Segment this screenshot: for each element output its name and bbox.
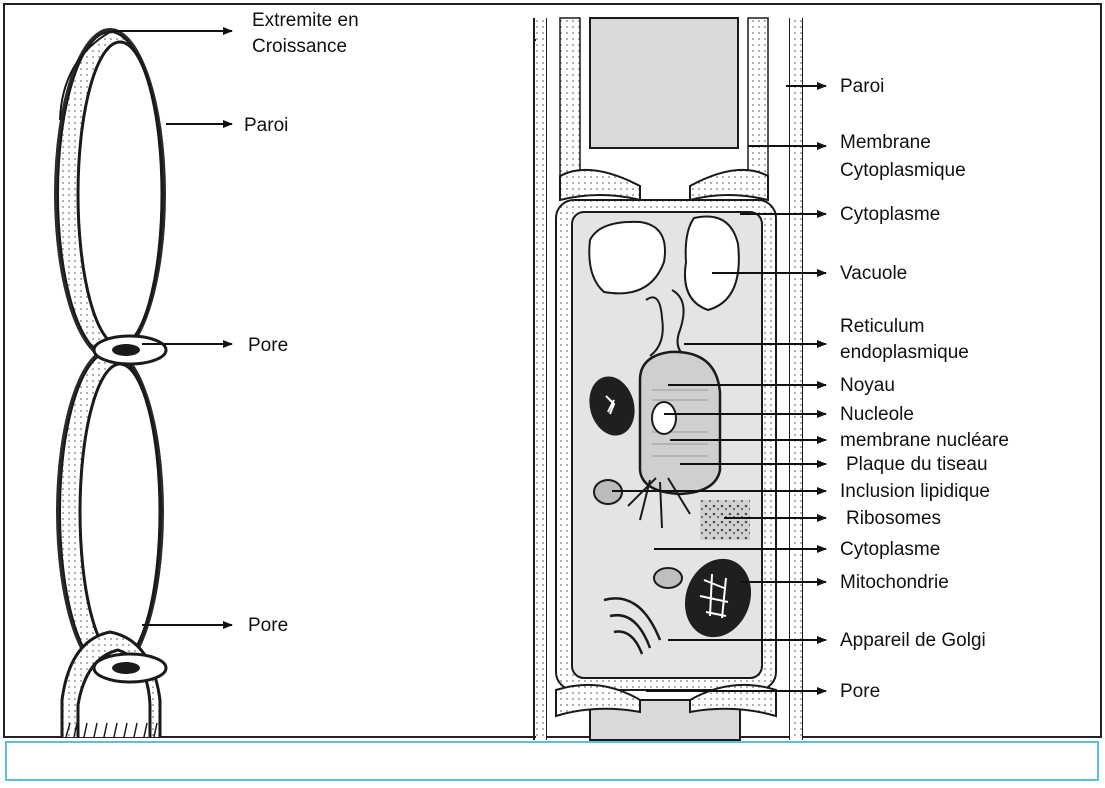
figure-frame <box>4 4 1101 737</box>
label-reticulum-line2: endoplasmique <box>840 342 969 363</box>
label-lipid-inclusion: Inclusion lipidique <box>840 481 990 502</box>
cell-section <box>534 18 802 740</box>
label-ribosomes: Ribosomes <box>846 508 941 529</box>
label-wall-left: Paroi <box>244 115 288 136</box>
label-pore-right: Pore <box>840 681 880 702</box>
caption-box <box>6 742 1098 780</box>
label-cytoplasm-top: Cytoplasme <box>840 204 940 225</box>
label-nucleolus: Nucleole <box>840 404 914 425</box>
label-nuclear-membrane: membrane nucléare <box>840 430 1009 451</box>
label-mitochondrion: Mitochondrie <box>840 572 949 593</box>
label-cytoplasm-bottom: Cytoplasme <box>840 539 940 560</box>
label-membrane: Membrane <box>840 132 931 153</box>
label-vacuole: Vacuole <box>840 263 907 284</box>
pore-lower-shape <box>94 654 166 682</box>
label-pore-lower: Pore <box>248 615 288 636</box>
label-growing-tip: Extremite en <box>252 10 359 31</box>
label-septum-plate: Plaque du tiseau <box>846 454 988 475</box>
label-growing-tip-line2: Croissance <box>252 36 347 57</box>
label-golgi: Appareil de Golgi <box>840 630 986 651</box>
label-membrane-line2: Cytoplasmique <box>840 160 966 181</box>
label-pore-upper: Pore <box>248 335 288 356</box>
label-wall-right: Paroi <box>840 76 884 97</box>
label-reticulum: Reticulum <box>840 316 924 337</box>
pore-upper-shape <box>94 336 166 364</box>
hyphal-cell-top <box>54 28 166 360</box>
label-nucleus: Noyau <box>840 375 895 396</box>
hyphal-cell-middle <box>56 348 164 676</box>
